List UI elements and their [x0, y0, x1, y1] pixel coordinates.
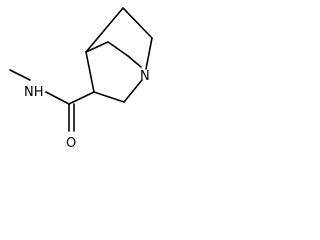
- bond-c4-c5: [85, 7, 124, 53]
- bond-carbonyl-c3: [68, 91, 95, 105]
- bond-methyl-nh: [9, 69, 31, 81]
- bond-c6-n: [145, 37, 153, 70]
- bond-c2-n: [123, 79, 143, 103]
- bond-c4-c7: [85, 41, 109, 53]
- bond-c3-c4: [85, 51, 95, 93]
- bond-nh-carbonyl: [45, 91, 70, 105]
- bond-c3-c2: [93, 91, 125, 103]
- chemical-structure: NH O N: [9, 7, 153, 151]
- atom-label-o: O: [66, 136, 76, 151]
- atom-label-nh: NH: [24, 85, 44, 100]
- bond-c8-n: [127, 55, 142, 68]
- bond-c5-c6: [122, 7, 153, 39]
- bond-c7-c8: [107, 41, 129, 57]
- atom-label-n: N: [140, 69, 150, 84]
